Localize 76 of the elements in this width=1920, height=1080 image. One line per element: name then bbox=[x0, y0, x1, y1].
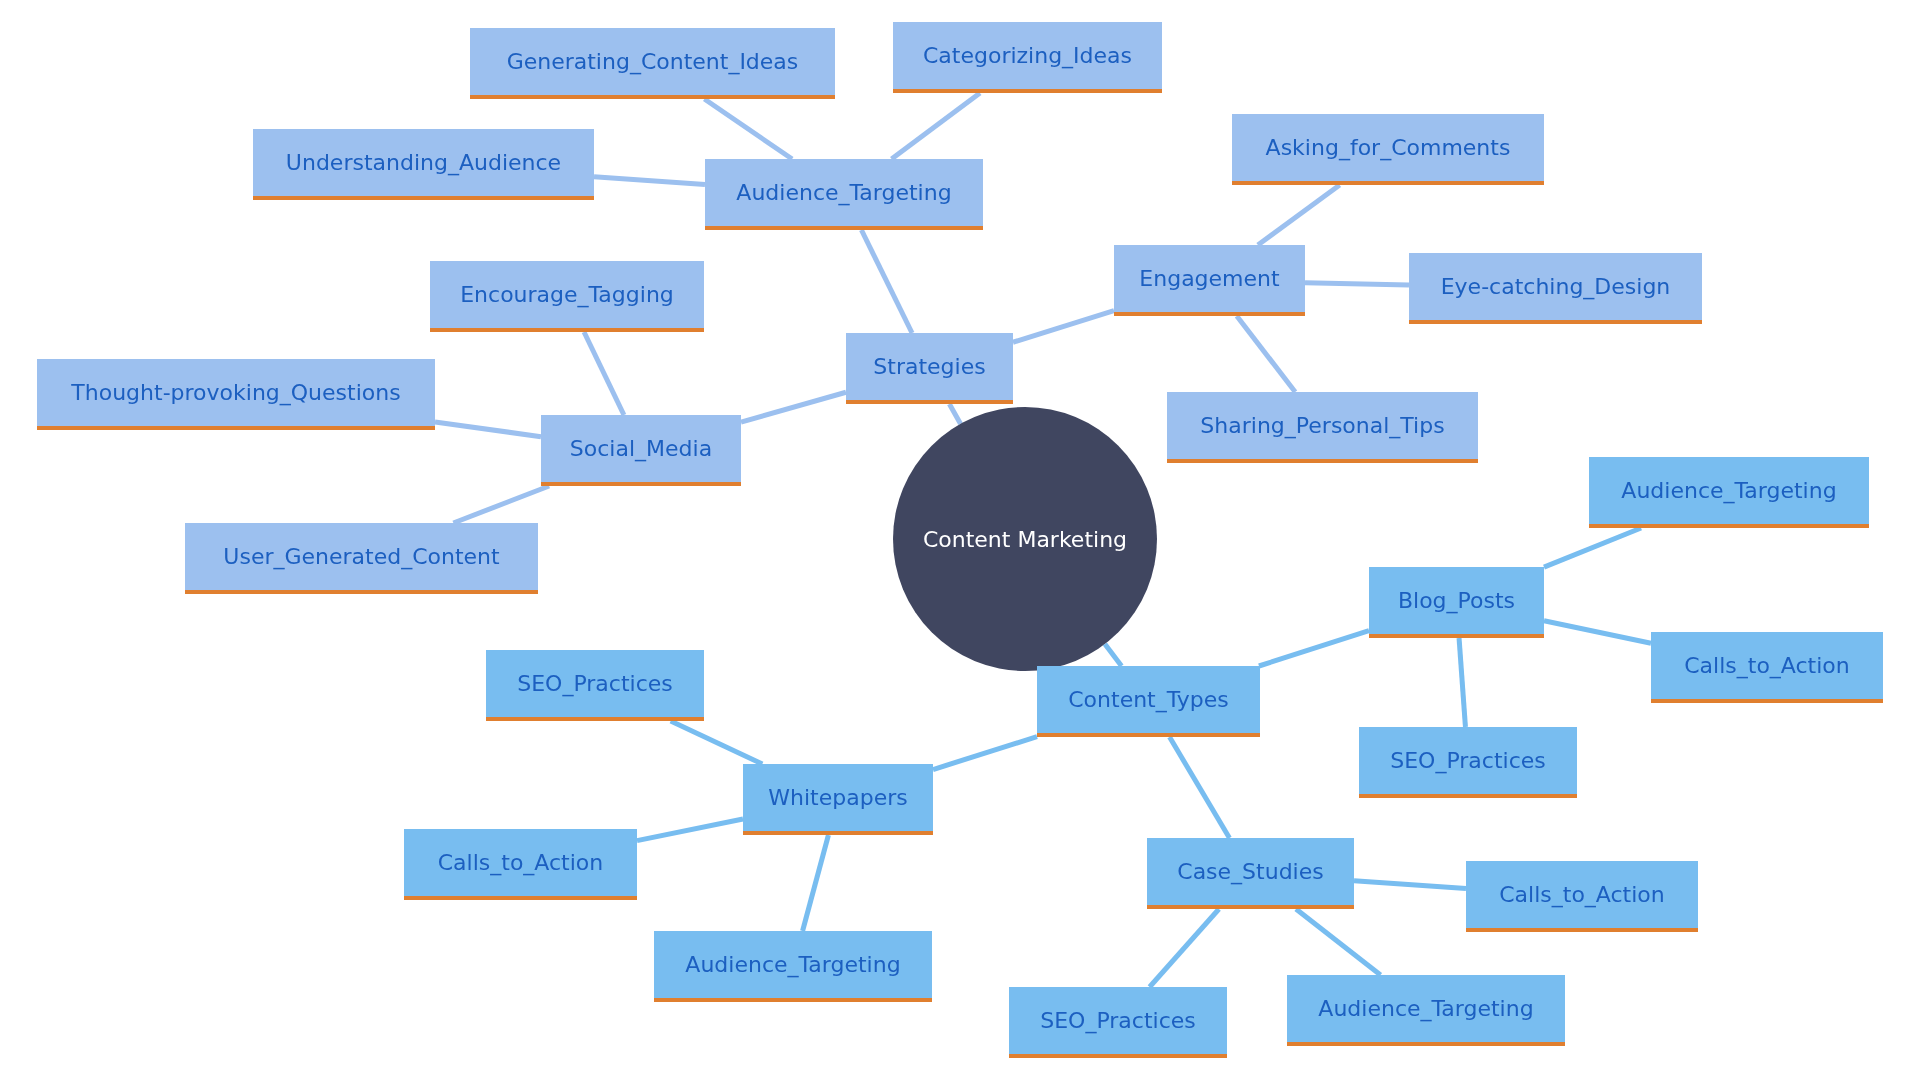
topic-label: SEO_Practices bbox=[517, 671, 673, 696]
topic-label: SEO_Practices bbox=[1040, 1008, 1196, 1033]
topic-label: Understanding_Audience bbox=[285, 150, 562, 175]
connector-line bbox=[593, 174, 706, 188]
connector-line bbox=[947, 402, 963, 426]
connector-line bbox=[932, 734, 1038, 772]
topic-label: Encourage_Tagging bbox=[460, 282, 674, 307]
topic-label: Audience_Targeting bbox=[1621, 478, 1837, 503]
connector-line bbox=[452, 483, 551, 526]
topic-label: Calls_to_Action bbox=[437, 850, 604, 875]
topic-box bbox=[1589, 457, 1869, 528]
topic-label: Eye-catching_Design bbox=[1440, 274, 1671, 299]
topic-label: Content Marketing bbox=[922, 526, 1128, 552]
connector-line bbox=[1353, 878, 1467, 891]
topic-label: Content_Types bbox=[1068, 687, 1229, 712]
connector-line bbox=[1304, 280, 1410, 288]
topic-box bbox=[1409, 253, 1702, 324]
topic-label: Whitepapers bbox=[768, 785, 908, 810]
topic-label: User_Generated_Content bbox=[223, 544, 500, 569]
connector-line bbox=[1102, 642, 1124, 668]
connector-line bbox=[859, 228, 915, 335]
connector-line bbox=[434, 419, 542, 440]
connector-line bbox=[1258, 628, 1370, 669]
topic-box bbox=[1232, 114, 1544, 185]
topic-label: Sharing_Personal_Tips bbox=[1200, 413, 1445, 438]
topic-box bbox=[541, 415, 741, 486]
topic-box bbox=[1114, 245, 1305, 316]
topic-box bbox=[37, 359, 435, 430]
topic-label: Thought-provoking_Questions bbox=[71, 380, 401, 405]
topic-label: Blog_Posts bbox=[1397, 588, 1516, 613]
topic-label: Calls_to_Action bbox=[1684, 653, 1850, 678]
topic-box bbox=[743, 764, 933, 835]
topic-box bbox=[1167, 392, 1478, 463]
topic-box bbox=[470, 28, 835, 99]
topic-label: Calls_to_Action bbox=[1499, 882, 1665, 907]
topic-box bbox=[1287, 975, 1565, 1046]
connector-line bbox=[1456, 637, 1468, 728]
topic-box bbox=[1466, 861, 1698, 932]
topic-box bbox=[654, 931, 932, 1002]
connector-line bbox=[740, 389, 847, 425]
connector-line bbox=[1012, 308, 1115, 345]
topic-label: Engagement bbox=[1139, 266, 1280, 291]
topic-box bbox=[1147, 838, 1354, 909]
topic-label: SEO_Practices bbox=[1390, 748, 1546, 773]
topic-label: Audience_Targeting bbox=[685, 952, 901, 977]
connector-line bbox=[1294, 907, 1383, 977]
topic-box bbox=[1009, 987, 1227, 1058]
topic-box bbox=[253, 129, 594, 200]
topic-box bbox=[1037, 666, 1260, 737]
topic-label: Case_Studies bbox=[1177, 859, 1324, 884]
connector-line bbox=[800, 834, 831, 932]
connector-line bbox=[1256, 183, 1342, 247]
topic-box bbox=[404, 829, 637, 900]
topic-label: Asking_for_Comments bbox=[1265, 135, 1511, 160]
connector-line bbox=[636, 816, 744, 844]
connector-line bbox=[1147, 907, 1221, 989]
connector-line bbox=[1543, 618, 1652, 646]
connector-line bbox=[890, 91, 982, 161]
topic-label: Audience_Targeting bbox=[736, 180, 952, 205]
connector-line bbox=[1234, 314, 1298, 394]
topic-label: Strategies bbox=[873, 354, 986, 379]
topic-box bbox=[1359, 727, 1577, 798]
topic-box bbox=[893, 22, 1162, 93]
connector-line bbox=[581, 330, 627, 417]
topic-label: Generating_Content_Ideas bbox=[506, 49, 799, 74]
topic-label: Social_Media bbox=[569, 436, 713, 461]
topic-box bbox=[486, 650, 704, 721]
topic-box bbox=[846, 333, 1013, 404]
topic-box bbox=[430, 261, 704, 332]
topic-box bbox=[185, 523, 538, 594]
topic-label: Audience_Targeting bbox=[1318, 996, 1534, 1021]
topic-box bbox=[1369, 567, 1544, 638]
topic-box bbox=[1651, 632, 1883, 703]
topic-label: Categorizing_Ideas bbox=[922, 43, 1133, 68]
topic-box bbox=[705, 159, 983, 230]
connector-line bbox=[1167, 735, 1232, 840]
